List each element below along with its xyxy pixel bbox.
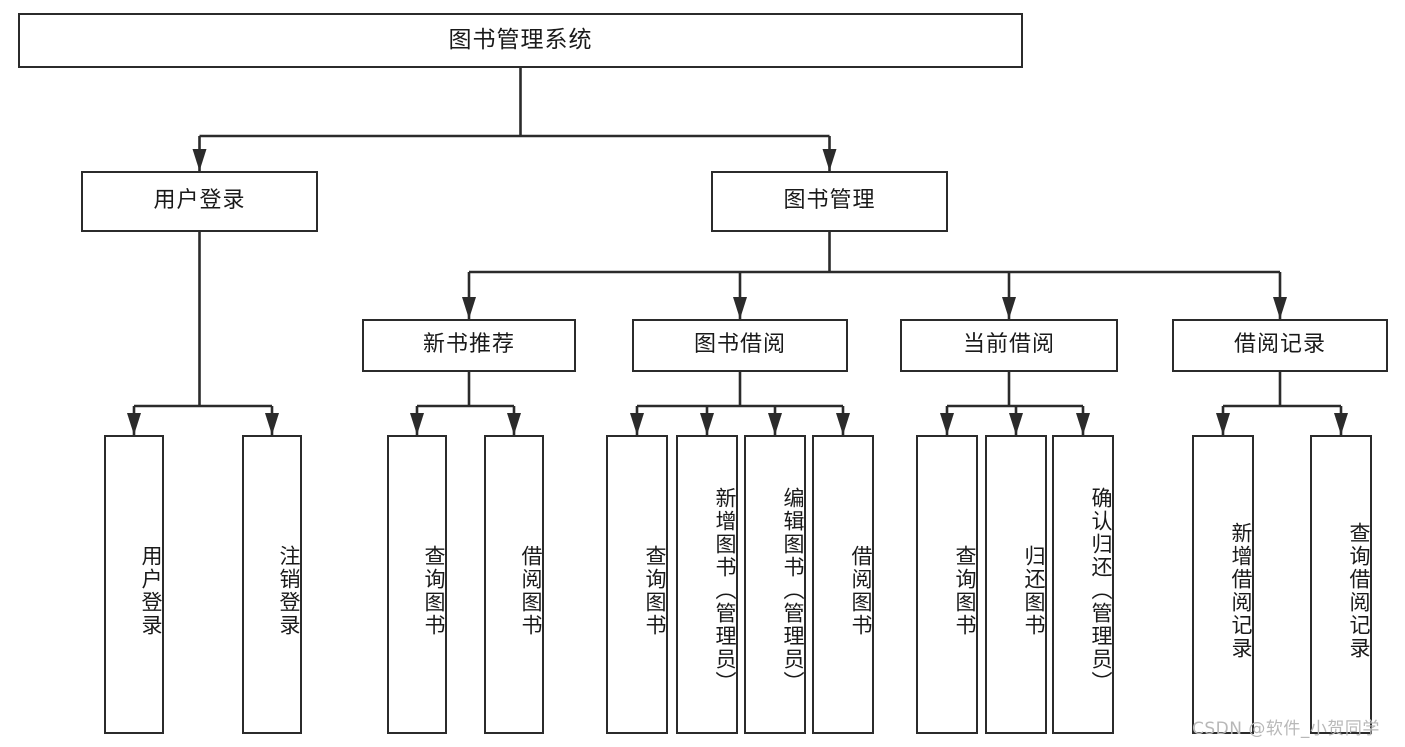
node-leaf-query-book-1[interactable]: 查询图书 <box>387 435 447 734</box>
node-label: 新书推荐 <box>422 332 515 358</box>
node-label: 图书借阅 <box>693 332 786 358</box>
node-leaf-query-book-3[interactable]: 查询图书 <box>916 435 978 734</box>
arrowhead-book-borrow <box>733 297 747 319</box>
arrowhead-current-borrow <box>1002 297 1016 319</box>
node-label: 图书管理系统 <box>448 26 593 53</box>
node-label: 归还图书 <box>1022 544 1046 637</box>
arrowhead-book-manage <box>822 149 837 171</box>
node-leaf-logout[interactable]: 注销登录 <box>242 435 302 734</box>
arrowhead-new-book-rec <box>462 297 476 319</box>
node-label: 当前借阅 <box>962 332 1055 358</box>
node-book-manage[interactable]: 图书管理 <box>711 171 948 232</box>
arrowhead-leaf-borrow-book-1 <box>507 413 521 435</box>
node-leaf-query-book-2[interactable]: 查询图书 <box>606 435 668 734</box>
node-label: 用户登录 <box>153 188 246 214</box>
node-label: 编辑图书（管理员） <box>781 487 805 694</box>
arrowhead-leaf-add-record <box>1216 413 1230 435</box>
arrowhead-leaf-query-book-3 <box>940 413 954 435</box>
node-label: 注销登录 <box>277 544 301 637</box>
arrowhead-leaf-query-book-2 <box>630 413 644 435</box>
node-label: 确认归还（管理员） <box>1089 487 1113 694</box>
arrowhead-leaf-edit-book <box>768 413 782 435</box>
node-user-login[interactable]: 用户登录 <box>81 171 318 232</box>
node-label: 新增图书（管理员） <box>713 487 737 694</box>
node-label: 借阅图书 <box>519 544 543 637</box>
arrowhead-leaf-return-book <box>1009 413 1023 435</box>
arrowhead-user-login <box>192 149 207 171</box>
node-leaf-edit-book[interactable]: 编辑图书（管理员） <box>744 435 806 734</box>
node-label: 查询图书 <box>953 544 977 637</box>
node-new-book-rec[interactable]: 新书推荐 <box>362 319 576 372</box>
node-leaf-add-record[interactable]: 新增借阅记录 <box>1192 435 1254 734</box>
node-leaf-query-record[interactable]: 查询借阅记录 <box>1310 435 1372 734</box>
node-book-borrow[interactable]: 图书借阅 <box>632 319 848 372</box>
node-current-borrow[interactable]: 当前借阅 <box>900 319 1118 372</box>
node-leaf-return-book[interactable]: 归还图书 <box>985 435 1047 734</box>
node-label: 查询图书 <box>422 544 446 637</box>
arrowhead-leaf-query-record <box>1334 413 1348 435</box>
node-borrow-record[interactable]: 借阅记录 <box>1172 319 1388 372</box>
arrowhead-leaf-add-book <box>700 413 714 435</box>
node-label: 图书管理 <box>783 188 876 214</box>
arrowhead-leaf-borrow-book-2 <box>836 413 850 435</box>
node-leaf-borrow-book-1[interactable]: 借阅图书 <box>484 435 544 734</box>
node-leaf-user-login[interactable]: 用户登录 <box>104 435 164 734</box>
csdn-watermark: CSDN @软件_小贺同学 <box>1192 719 1380 739</box>
node-leaf-add-book[interactable]: 新增图书（管理员） <box>676 435 738 734</box>
node-label: 借阅图书 <box>849 544 873 637</box>
node-leaf-confirm-return[interactable]: 确认归还（管理员） <box>1052 435 1114 734</box>
node-label: 查询借阅记录 <box>1347 521 1371 660</box>
arrowhead-leaf-confirm-return <box>1076 413 1090 435</box>
node-root[interactable]: 图书管理系统 <box>18 13 1023 68</box>
arrowhead-borrow-record <box>1273 297 1287 319</box>
arrowhead-leaf-query-book-1 <box>410 413 424 435</box>
node-label: 借阅记录 <box>1233 332 1326 358</box>
arrowhead-leaf-user-login <box>127 413 141 435</box>
node-label: 查询图书 <box>643 544 667 637</box>
arrowhead-leaf-logout <box>265 413 279 435</box>
node-label: 新增借阅记录 <box>1229 521 1253 660</box>
node-leaf-borrow-book-2[interactable]: 借阅图书 <box>812 435 874 734</box>
node-label: 用户登录 <box>139 544 163 637</box>
